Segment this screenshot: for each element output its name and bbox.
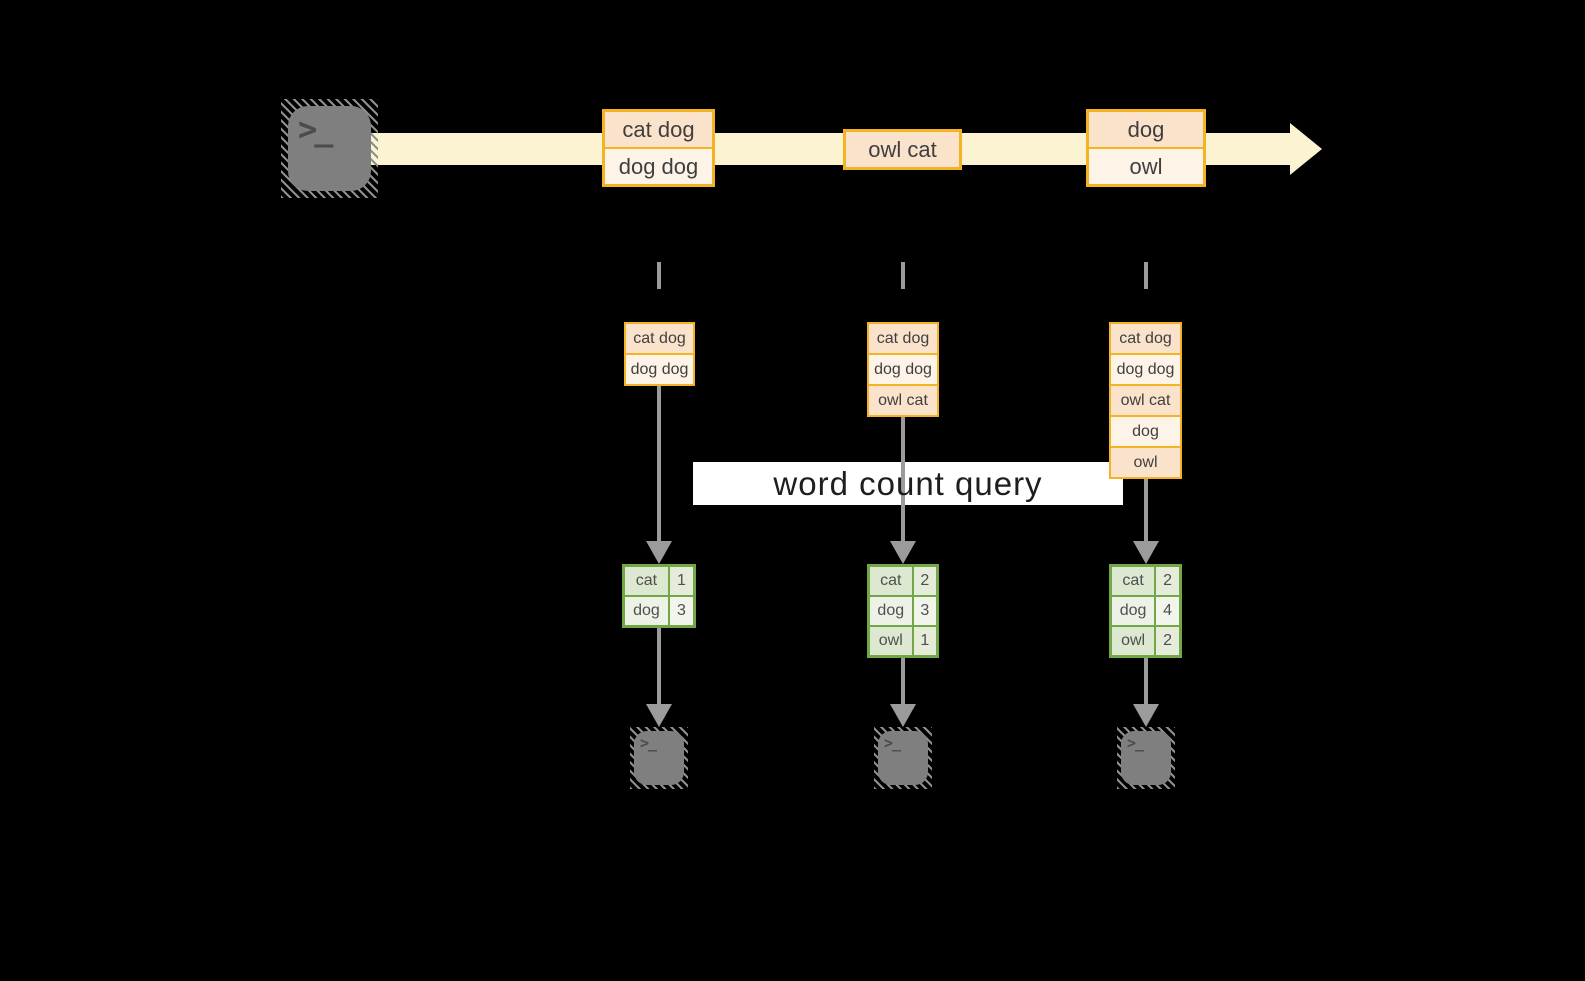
- arrowhead-down-icon: [890, 704, 916, 727]
- table-row: owl 1: [870, 625, 936, 655]
- input-stack-1: cat dog dog dog: [624, 322, 695, 386]
- dash-segment: [1144, 262, 1148, 289]
- output-terminal-icon-3: >_: [1117, 727, 1175, 789]
- input-record: dog dog: [869, 353, 937, 384]
- dash-segment: [657, 262, 661, 289]
- arrowhead-down-icon: [1133, 541, 1159, 564]
- terminal-prompt-icon: >_: [1127, 734, 1144, 752]
- terminal-prompt-icon: >_: [884, 734, 901, 752]
- result-table-3: cat 2 dog 4 owl 2: [1109, 564, 1182, 658]
- terminal-prompt-icon: >_: [640, 734, 657, 752]
- output-arrow-2: [890, 658, 916, 727]
- stream-record: owl cat: [846, 132, 959, 167]
- output-terminal-icon-2: >_: [874, 727, 932, 789]
- source-terminal-icon: >_: [281, 99, 378, 198]
- table-row: dog 3: [625, 595, 693, 625]
- count-cell: 3: [911, 597, 936, 625]
- stream-batch-1: cat dog dog dog: [602, 109, 715, 187]
- count-cell: 2: [911, 567, 936, 595]
- input-record: cat dog: [869, 324, 937, 353]
- stream-record: dog dog: [605, 147, 712, 184]
- arrow-line: [657, 386, 661, 541]
- table-row: cat 2: [870, 567, 936, 595]
- word-cell: cat: [1112, 567, 1155, 595]
- input-stack-3: cat dog dog dog owl cat dog owl: [1109, 322, 1182, 479]
- word-cell: owl: [1112, 627, 1155, 655]
- count-cell: 2: [1154, 627, 1179, 655]
- input-record: owl cat: [1111, 384, 1180, 415]
- table-row: cat 2: [1112, 567, 1179, 595]
- arrow-line: [901, 417, 905, 541]
- stream-record: cat dog: [605, 112, 712, 147]
- table-row: owl 2: [1112, 625, 1179, 655]
- query-arrow-2: [890, 417, 916, 564]
- word-cell: dog: [625, 597, 668, 625]
- word-cell: cat: [625, 567, 668, 595]
- input-stack-2: cat dog dog dog owl cat: [867, 322, 939, 417]
- arrow-line: [901, 658, 905, 704]
- stream-record: dog: [1089, 112, 1203, 147]
- terminal-body: [878, 731, 928, 785]
- stream-batch-3: dog owl: [1086, 109, 1206, 187]
- stream-record: owl: [1089, 147, 1203, 184]
- terminal-body: [288, 106, 371, 191]
- word-cell: cat: [870, 567, 912, 595]
- terminal-prompt-icon: >_: [298, 110, 333, 148]
- table-row: dog 3: [870, 595, 936, 625]
- arrowhead-down-icon: [1133, 704, 1159, 727]
- word-cell: owl: [870, 627, 912, 655]
- query-label: word count query: [773, 464, 1043, 502]
- dash-segment: [901, 262, 905, 289]
- query-label-band: [693, 462, 1123, 505]
- terminal-body: [634, 731, 684, 785]
- input-record: cat dog: [626, 324, 693, 353]
- arrow-line: [1144, 479, 1148, 541]
- query-arrow-1: [646, 386, 672, 564]
- input-record: owl cat: [869, 384, 937, 415]
- result-table-1: cat 1 dog 3: [622, 564, 696, 628]
- word-cell: dog: [1112, 597, 1155, 625]
- input-record: owl: [1111, 446, 1180, 477]
- input-record: dog: [1111, 415, 1180, 446]
- result-table-2: cat 2 dog 3 owl 1: [867, 564, 939, 658]
- stream-batch-2: owl cat: [843, 129, 962, 170]
- batch-input-arrow-2: [890, 262, 916, 294]
- table-row: dog 4: [1112, 595, 1179, 625]
- batch-input-arrow-1: [646, 262, 672, 294]
- count-cell: 1: [667, 567, 693, 595]
- query-arrow-3: [1133, 479, 1159, 564]
- count-cell: 4: [1154, 597, 1179, 625]
- arrowhead-down-icon: [646, 704, 672, 727]
- stream-arrowhead: [1290, 123, 1322, 175]
- input-record: dog dog: [626, 353, 693, 384]
- count-cell: 3: [667, 597, 693, 625]
- arrow-line: [1144, 658, 1148, 704]
- word-cell: dog: [870, 597, 912, 625]
- input-record: dog dog: [1111, 353, 1180, 384]
- arrow-line: [657, 628, 661, 704]
- count-cell: 2: [1154, 567, 1179, 595]
- batch-input-arrow-3: [1133, 262, 1159, 294]
- arrowhead-down-icon: [646, 541, 672, 564]
- table-row: cat 1: [625, 567, 693, 595]
- output-arrow-1: [646, 628, 672, 727]
- count-cell: 1: [911, 627, 936, 655]
- output-terminal-icon-1: >_: [630, 727, 688, 789]
- terminal-body: [1121, 731, 1171, 785]
- input-record: cat dog: [1111, 324, 1180, 353]
- output-arrow-3: [1133, 658, 1159, 727]
- arrowhead-down-icon: [890, 541, 916, 564]
